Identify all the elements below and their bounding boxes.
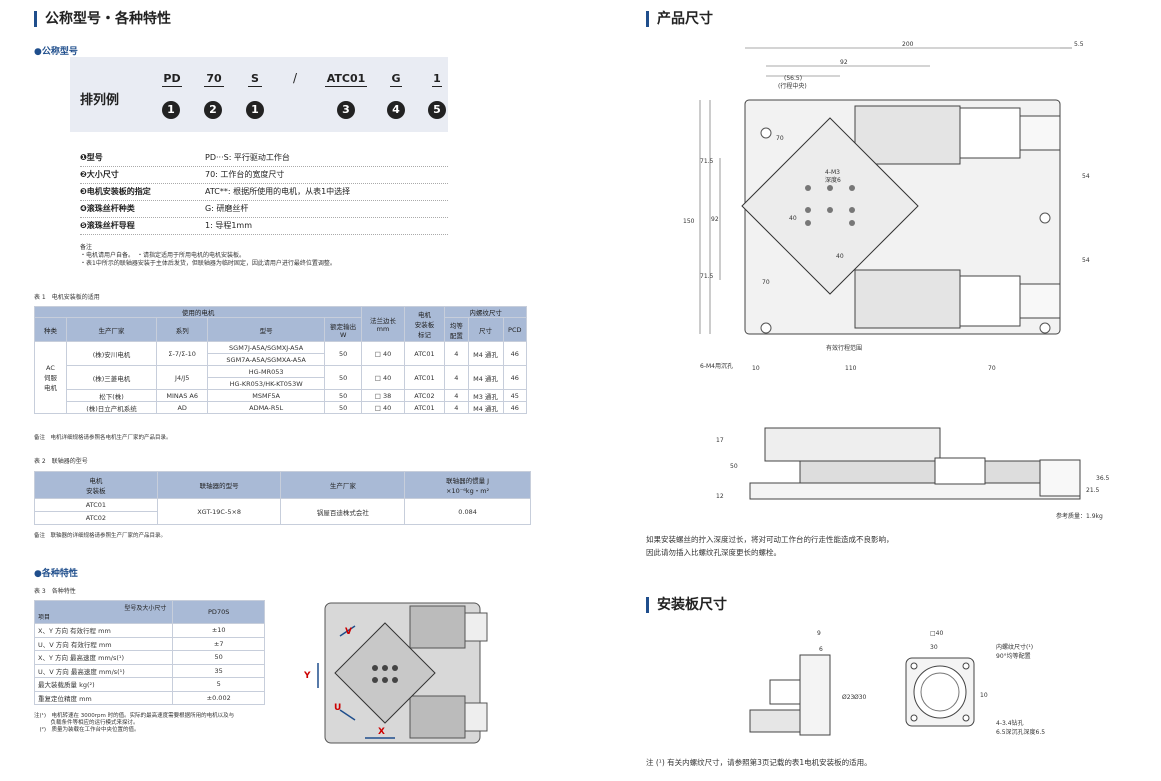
stage-illustration: Y X V U (303, 602, 488, 744)
plate-footnote: 注 (¹) 有关内螺纹尺寸，请参照第3页记载的表1电机安装板的适用。 (646, 758, 872, 767)
svg-text:10: 10 (752, 365, 760, 372)
svg-text:6: 6 (819, 646, 823, 653)
code-slash: / (293, 71, 298, 85)
axis-v-label: V (345, 627, 352, 637)
section-title-nominal: 公称型号・各种特性 (34, 11, 171, 27)
svg-text:50: 50 (730, 463, 738, 470)
svg-text:参考质量：1.9kg: 参考质量：1.9kg (1056, 512, 1103, 520)
table2-caption: 表 2 联轴器的型号 (34, 458, 88, 465)
product-side-view-drawing: 17 50 12 21.5 36.5 参考质量：1.9kg (716, 427, 1110, 520)
code-size: 70 (204, 72, 224, 87)
code-pd: PD (162, 72, 182, 87)
coupling-table: 电机 安装板 联轴器的型号 生产厂家 联轴器的惯量 J ×10⁻⁶kg・m² A… (34, 471, 531, 525)
svg-text:内螺纹尺寸(¹): 内螺纹尺寸(¹) (996, 643, 1033, 651)
code-g: G (390, 72, 402, 87)
svg-text:40: 40 (789, 215, 797, 222)
mounting-plate-drawing: 9 6 Ø23 Ø30 □40 30 10 内螺纹尺寸(¹) 90°均等配置 4… (749, 630, 1045, 736)
svg-text:12: 12 (716, 493, 724, 500)
svg-text:92: 92 (711, 216, 719, 223)
svg-text:36.5: 36.5 (1096, 475, 1110, 482)
svg-text:9: 9 (817, 630, 821, 637)
svg-text:150: 150 (683, 218, 695, 225)
table3-caption: 表 3 各种特性 (34, 588, 76, 595)
svg-text:40: 40 (836, 253, 844, 260)
code-num-2: 2 (204, 101, 222, 119)
code-num-1b: 1 (246, 101, 264, 119)
model-code-box: 排列例 PD 70 S / ATC01 G 1 1 2 1 3 4 5 (70, 57, 448, 132)
code-num-4: 4 (387, 101, 405, 119)
svg-text:4-M3: 4-M3 (825, 169, 840, 176)
motor-plate-table: 使用的电机 法兰边长 mm 电机 安装板 标记 内螺纹尺寸 种类 生产厂家 系列… (33, 306, 528, 414)
table2-note: 备注 联轴器的详细规格请参照生产厂家的产品目录。 (34, 533, 167, 539)
svg-text:54: 54 (1082, 257, 1090, 264)
svg-text:54: 54 (1082, 173, 1090, 180)
svg-text:4-3.4钻孔: 4-3.4钻孔 (996, 719, 1024, 727)
svg-text:17: 17 (716, 437, 724, 444)
svg-text:92: 92 (840, 59, 848, 66)
svg-text:30: 30 (930, 644, 938, 651)
svg-text:70: 70 (762, 279, 770, 286)
table3-notes: 注(¹) 电机转速在 3000rpm 时的值。实际的最高速度需要根据所用的电机以… (34, 713, 235, 733)
svg-text:110: 110 (845, 365, 857, 372)
section-title-plate-dims: 安装板尺寸 (646, 597, 727, 613)
svg-text:6.5深沉孔深度6.5: 6.5深沉孔深度6.5 (996, 728, 1045, 736)
code-s: S (248, 72, 262, 87)
svg-text:10: 10 (980, 692, 988, 699)
svg-text:5.5: 5.5 (1074, 41, 1084, 48)
svg-text:Ø30: Ø30 (854, 694, 867, 701)
table1-note: 备注 电机详细规格请参照各电机生产厂家的产品目录。 (34, 435, 172, 441)
svg-text:有效行程范围: 有效行程范围 (826, 344, 862, 352)
table1-caption: 表 1 电机安装板的适用 (34, 294, 100, 301)
product-top-view-drawing: 200 5.5 92 (56.5) (行程中央) 150 71.5 92 71.… (683, 41, 1090, 372)
svg-text:□40: □40 (930, 630, 943, 637)
code-plate: ATC01 (325, 72, 367, 87)
notes-block: 备注・电机请用户自备。 ・请指定适用于所用电机的电机安装板。・表1中所示的联轴器… (80, 244, 336, 267)
svg-text:200: 200 (902, 41, 914, 48)
arrangement-label: 排列例 (80, 93, 120, 108)
svg-text:21.5: 21.5 (1086, 487, 1100, 494)
svg-text:70: 70 (776, 135, 784, 142)
code-num-3: 3 (337, 101, 355, 119)
svg-text:70: 70 (988, 365, 996, 372)
axis-y-label: Y (303, 671, 311, 681)
svg-text:深度6: 深度6 (825, 176, 841, 184)
section-title-product-dims: 产品尺寸 (646, 11, 713, 27)
code-num-1: 1 (162, 101, 180, 119)
subsection-nominal: ●公称型号 (34, 47, 78, 57)
install-warning: 如果安装螺丝的拧入深度过长，将对可动工作台的行走性能造成不良影响，因此请勿插入比… (646, 535, 894, 557)
svg-text:(行程中央): (行程中央) (778, 82, 807, 90)
axis-u-label: U (334, 703, 341, 713)
axis-x-label: X (378, 727, 385, 737)
code-lead: 1 (432, 72, 442, 87)
svg-text:(56.5): (56.5) (784, 75, 802, 82)
characteristics-table: 型号及大小尺寸 项目 PD70S X、Y 方向 有效行程 mm±10 U、V 方… (33, 600, 265, 705)
svg-text:6-M4用沉孔: 6-M4用沉孔 (700, 362, 733, 370)
svg-text:Ø23: Ø23 (842, 694, 855, 701)
code-num-5: 5 (428, 101, 446, 119)
svg-text:90°均等配置: 90°均等配置 (996, 652, 1031, 660)
subsection-characteristics: ●各种特性 (34, 569, 78, 579)
svg-text:71.5: 71.5 (700, 273, 714, 280)
svg-text:71.5: 71.5 (700, 158, 714, 165)
